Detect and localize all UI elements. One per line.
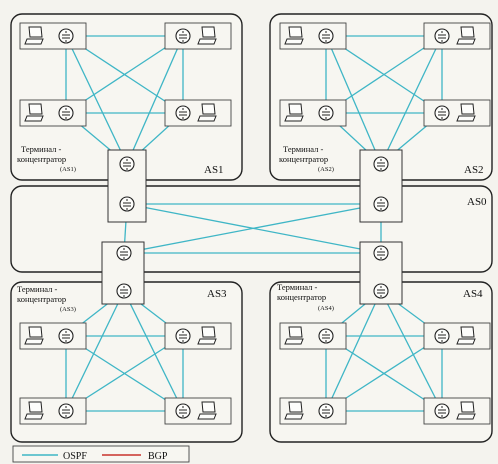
as1-node-box [164, 99, 232, 127]
router-icon [373, 283, 389, 299]
as4-hub-sub: (AS4) [318, 305, 334, 312]
workstation-icon [284, 326, 304, 345]
as1-hub-sub: (AS1) [60, 166, 76, 173]
as3-node-box [164, 397, 232, 425]
router-icon [116, 283, 132, 299]
workstation-icon [197, 103, 217, 122]
as1-node-box [164, 22, 232, 50]
router-icon [58, 105, 74, 121]
as0-label: AS0 [467, 196, 487, 208]
as4-node-box [423, 322, 491, 350]
workstation-icon [24, 401, 44, 420]
as2-hub-title-line2: концентратор [279, 154, 328, 164]
as3-node-box [164, 322, 232, 350]
as3-label: AS3 [207, 288, 227, 300]
as4-hub-title-line2: концентратор [277, 292, 326, 302]
legend-ospf-label: OSPF [63, 451, 87, 462]
ospf-link [380, 290, 443, 412]
router-icon [318, 105, 334, 121]
workstation-icon [284, 103, 304, 122]
as1-hub-title-line2: концентратор [17, 154, 66, 164]
router-icon [434, 403, 450, 419]
workstation-icon [24, 26, 44, 45]
router-icon [434, 328, 450, 344]
ospf-link [380, 35, 443, 165]
as1-hub-title-line1: Терминал - [21, 144, 61, 154]
router-icon [175, 328, 191, 344]
ospf-link [325, 290, 382, 412]
as4-hub-title-line1: Терминал - [277, 282, 317, 292]
ospf-link [65, 35, 128, 165]
router-icon [58, 403, 74, 419]
as4-node-box [423, 397, 491, 425]
as2-node-box [423, 99, 491, 127]
workstation-icon [456, 103, 476, 122]
workstation-icon [456, 401, 476, 420]
router-icon [318, 403, 334, 419]
ospf-link [126, 35, 184, 165]
as2-node-box [423, 22, 491, 50]
router-icon [58, 28, 74, 44]
router-icon [318, 28, 334, 44]
router-icon [119, 196, 135, 212]
workstation-icon [284, 26, 304, 45]
router-icon [434, 28, 450, 44]
nodes [24, 26, 476, 420]
router-icon [373, 196, 389, 212]
ospf-link [123, 203, 382, 254]
legend-box [12, 445, 190, 463]
router-icon [175, 28, 191, 44]
workstation-icon [197, 401, 217, 420]
as3-hub-title-line2: концентратор [17, 294, 66, 304]
workstation-icon [456, 26, 476, 45]
workstation-icon [284, 401, 304, 420]
legend: OSPF BGP [12, 445, 190, 463]
router-icon [119, 156, 135, 172]
router-icon [373, 245, 389, 261]
workstation-icon [24, 326, 44, 345]
workstation-icon [24, 103, 44, 122]
as2-label: AS2 [464, 164, 484, 176]
as3-hub-sub: (AS3) [60, 306, 76, 313]
ospf-link [325, 35, 382, 165]
router-icon [116, 245, 132, 261]
workstation-icon [197, 26, 217, 45]
router-icon [318, 328, 334, 344]
router-icon [58, 328, 74, 344]
ospf-link [123, 290, 184, 412]
router-icon [175, 105, 191, 121]
as2-hub-title-line1: Терминал - [283, 144, 323, 154]
legend-bgp-label: BGP [148, 451, 168, 462]
router-icon [434, 105, 450, 121]
workstation-icon [456, 326, 476, 345]
router-icon [373, 156, 389, 172]
as2-hub-sub: (AS2) [318, 166, 334, 173]
as3-hub-title-line1: Терминал - [17, 284, 57, 294]
as1-label: AS1 [204, 164, 224, 176]
labels: AS1 AS2 AS0 AS3 AS4 Терминал - концентра… [17, 144, 487, 313]
router-icon [175, 403, 191, 419]
ospf-link [65, 290, 125, 412]
as4-label: AS4 [463, 288, 483, 300]
workstation-icon [197, 326, 217, 345]
